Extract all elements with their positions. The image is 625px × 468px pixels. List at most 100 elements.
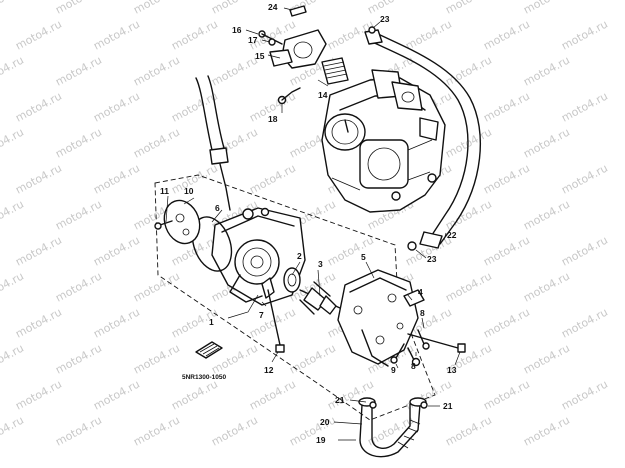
bolts	[267, 289, 466, 367]
callout-23b: 23	[427, 254, 437, 264]
watermark-text: moto4.ru	[91, 377, 142, 412]
watermark-text: moto4.ru	[287, 341, 338, 376]
watermark-text: moto4.ru	[169, 377, 220, 412]
watermark-text: moto4.ru	[13, 161, 64, 196]
callout-9: 9	[391, 365, 396, 375]
callout-23: 23	[380, 14, 390, 24]
radiator-hose	[364, 29, 481, 249]
watermark-text: moto4.ru	[521, 197, 572, 232]
watermark-text: moto4.ru	[169, 17, 220, 52]
watermark-text: moto4.ru	[559, 377, 610, 412]
watermark-text: moto4.ru	[131, 413, 182, 448]
watermark-text: moto4.ru	[443, 197, 494, 232]
watermark-text: moto4.ru	[0, 413, 26, 448]
watermark-text: moto4.ru	[209, 0, 260, 17]
watermark-text: moto4.ru	[169, 161, 220, 196]
callout-7: 7	[259, 310, 264, 320]
callout-13: 13	[447, 365, 457, 375]
watermark-text: moto4.ru	[443, 0, 494, 17]
watermark-text: moto4.ru	[0, 0, 26, 17]
callout-8b: 8	[411, 361, 416, 371]
callout-4: 4	[418, 287, 423, 297]
watermark-text: moto4.ru	[209, 53, 260, 88]
callout-1: 1	[209, 317, 214, 327]
pump-housing	[211, 207, 306, 306]
watermark-text: moto4.ru	[0, 197, 26, 232]
callout-labels: 1 2 3 4 5 6 7 8 8 9 10 11 12 13 14 15 16…	[160, 2, 457, 445]
screw	[154, 220, 173, 230]
watermark-text: moto4.ru	[481, 17, 532, 52]
watermark-text: moto4.ru	[91, 17, 142, 52]
watermark-text: moto4.ru	[521, 125, 572, 160]
bearing	[283, 267, 301, 293]
watermark-text: moto4.ru	[559, 305, 610, 340]
leader-lines	[165, 7, 461, 441]
watermark-text: moto4.ru	[53, 0, 104, 17]
watermark-text: moto4.ru	[0, 125, 26, 160]
hose-clamp-upper	[368, 26, 376, 34]
assembly-outline	[154, 174, 436, 421]
watermark-text: moto4.ru	[521, 53, 572, 88]
watermark-text: moto4.ru	[131, 0, 182, 17]
callout-21b: 21	[443, 401, 453, 411]
watermark-text: moto4.ru	[325, 233, 376, 268]
watermark-text: moto4.ru	[287, 413, 338, 448]
watermark-text: moto4.ru	[131, 125, 182, 160]
watermark-text: moto4.ru	[559, 89, 610, 124]
watermark-text: moto4.ru	[0, 269, 26, 304]
watermark-text: moto4.ru	[13, 17, 64, 52]
watermark-text: moto4.ru	[481, 161, 532, 196]
callout-24: 24	[268, 2, 278, 12]
cylinder-assembly	[321, 69, 446, 213]
callout-12: 12	[264, 365, 274, 375]
bypass-pipe	[195, 75, 231, 211]
watermark-text: moto4.ru	[247, 377, 298, 412]
arrow-marker-icon	[195, 341, 223, 359]
watermark-text: moto4.ru	[443, 53, 494, 88]
watermark-text: moto4.ru	[53, 53, 104, 88]
watermark-text: moto4.ru	[403, 17, 454, 52]
seal	[261, 277, 275, 299]
watermark-text: moto4.ru	[521, 269, 572, 304]
callout-17: 17	[248, 35, 258, 45]
watermark-text: moto4.ru	[559, 17, 610, 52]
callout-11: 11	[160, 186, 169, 196]
watermark-text: moto4.ru	[53, 125, 104, 160]
watermark-text: moto4.ru	[521, 0, 572, 17]
watermark-text: moto4.ru	[559, 233, 610, 268]
watermark-text: moto4.ru	[13, 89, 64, 124]
watermark-text: moto4.ru	[0, 341, 26, 376]
callout-20: 20	[320, 417, 330, 427]
watermark-text: moto4.ru	[53, 341, 104, 376]
lower-hose	[358, 397, 428, 458]
diagram-code: 5NR1300-1050	[182, 374, 226, 381]
watermark-text: moto4.ru	[209, 413, 260, 448]
watermark-text: moto4.ru	[365, 0, 416, 17]
callout-15: 15	[255, 51, 265, 61]
thermostat-housing	[258, 5, 349, 105]
callout-21: 21	[335, 395, 345, 405]
pump-cover	[337, 269, 425, 367]
callout-19: 19	[316, 435, 326, 445]
watermark-text: moto4.ru	[481, 305, 532, 340]
callout-14: 14	[318, 90, 328, 100]
watermark-text: moto4.ru	[91, 89, 142, 124]
callout-22: 22	[447, 230, 457, 240]
watermark-text: moto4.ru	[53, 197, 104, 232]
o-ring	[191, 216, 233, 272]
watermark-text: moto4.ru	[91, 233, 142, 268]
impeller-shaft	[299, 281, 341, 315]
watermark-text: moto4.ru	[481, 377, 532, 412]
watermark-text: moto4.ru	[443, 413, 494, 448]
watermark-text: moto4.ru	[481, 233, 532, 268]
watermark-text: moto4.ru	[443, 269, 494, 304]
watermark-text: moto4.ru	[131, 341, 182, 376]
watermark-text: moto4.ru	[53, 269, 104, 304]
watermark-text: moto4.ru	[13, 233, 64, 268]
callout-2: 2	[297, 251, 302, 261]
hose-clamp-lower	[407, 241, 417, 251]
callout-6: 6	[215, 203, 220, 213]
callout-3: 3	[318, 259, 323, 269]
pump-cover-plate	[163, 199, 201, 245]
